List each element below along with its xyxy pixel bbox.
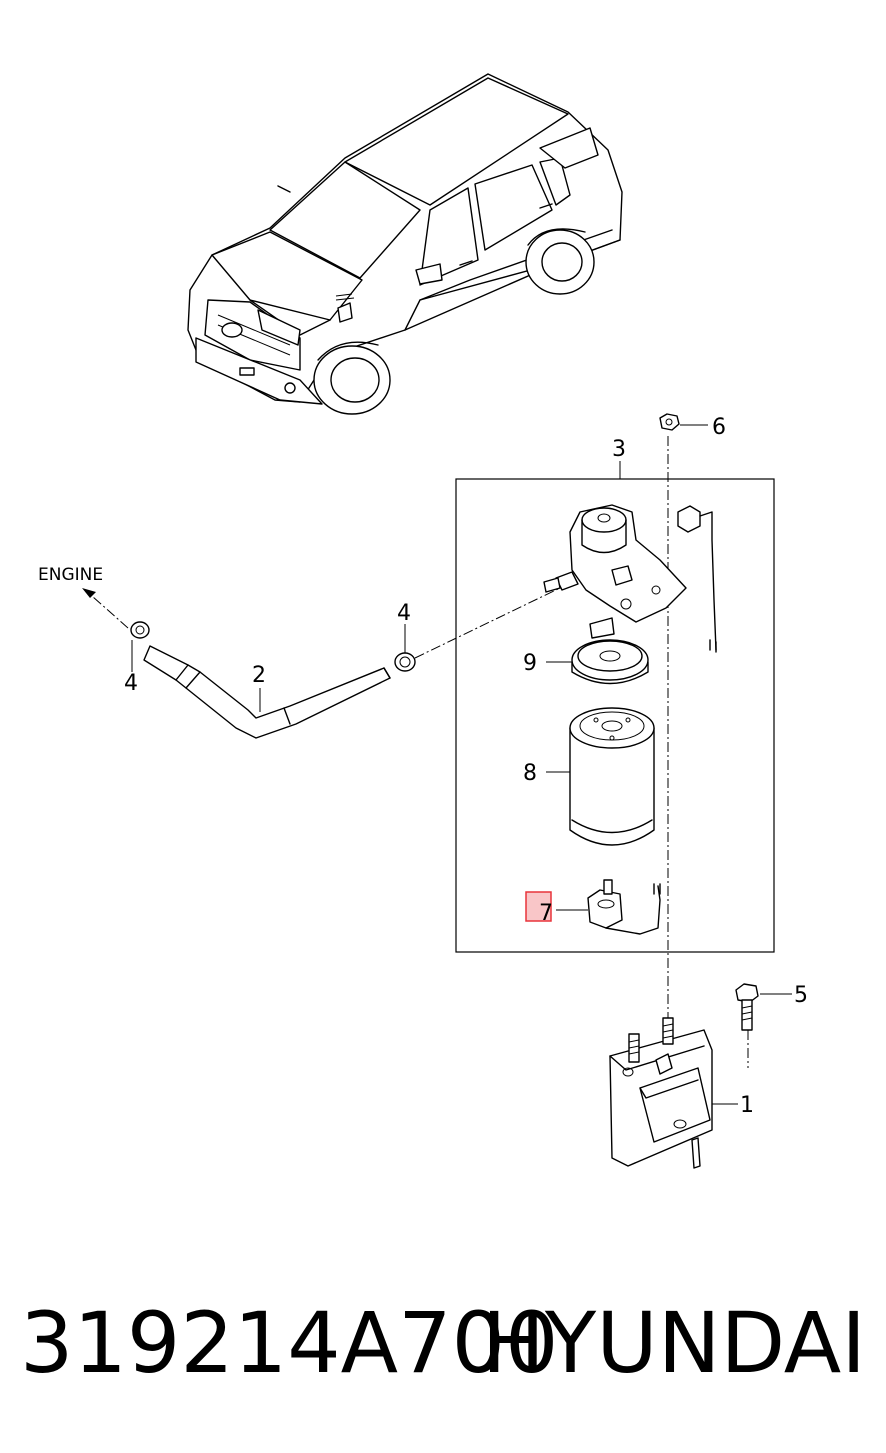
callout-6: 6 (712, 415, 726, 440)
fuel-filter-part-8 (546, 707, 655, 846)
fuel-hose-part-2 (143, 645, 391, 739)
callout-1: 1 (740, 1093, 754, 1118)
callout-7: 7 (539, 901, 553, 926)
engine-direction-label: ENGINE (38, 565, 103, 585)
callout-3: 3 (612, 437, 626, 462)
callout-4-left: 4 (124, 671, 138, 696)
vehicle-illustration (187, 73, 623, 415)
brand-name: HYUNDAI (481, 1294, 866, 1392)
water-sensor-part-7 (556, 879, 661, 935)
hose-clamp-right (394, 624, 416, 672)
nut-part-6 (659, 413, 708, 431)
filter-head (543, 504, 687, 623)
callout-4-right: 4 (397, 601, 411, 626)
part-number: 319214A700 (20, 1294, 559, 1392)
callout-9: 9 (523, 651, 537, 676)
sensor-wire (677, 505, 717, 653)
callout-5: 5 (794, 983, 808, 1008)
assembly-box (455, 478, 775, 953)
callout-2: 2 (252, 663, 266, 688)
engine-direction-arrow (82, 588, 129, 629)
hose-clamp-left (130, 621, 150, 672)
bolt-part-5 (735, 983, 792, 1066)
seal-ring-part-9 (546, 617, 649, 685)
bracket-part-1 (609, 1017, 749, 1169)
part-footer: 319214A700 HYUNDAI (20, 1288, 866, 1398)
callout-8: 8 (523, 761, 537, 786)
highlight-box (525, 891, 552, 922)
